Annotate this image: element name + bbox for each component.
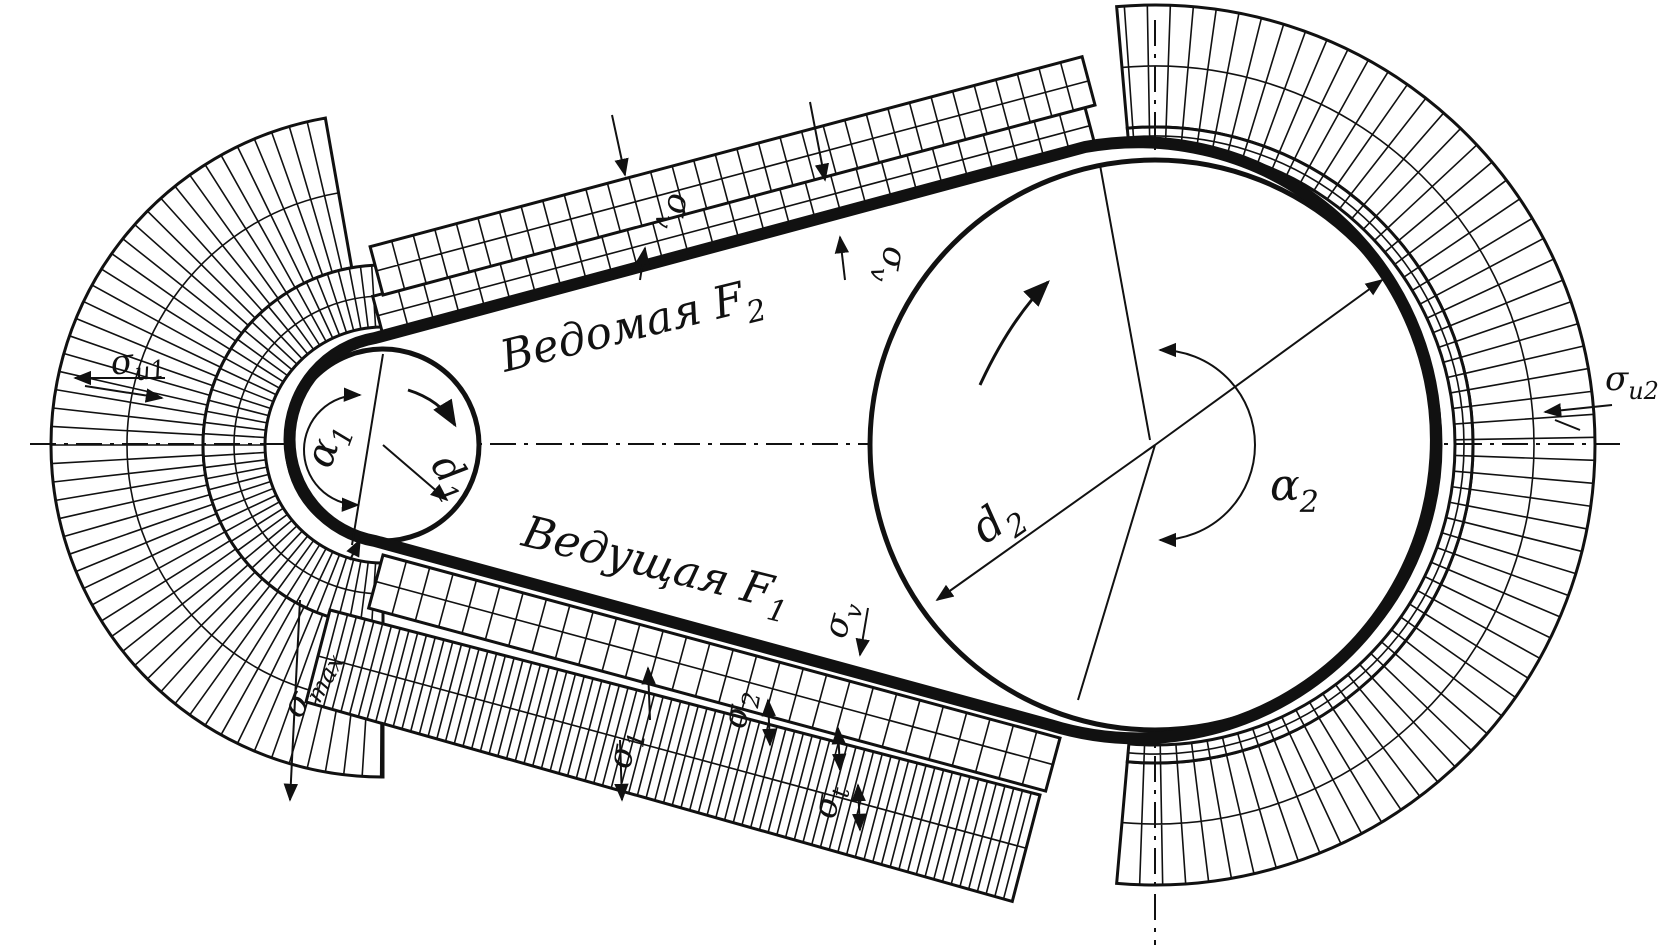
alpha1-arc [303, 387, 362, 512]
sigma-v-arrow-bottom [855, 607, 870, 657]
sigma-2-arrow [761, 698, 777, 747]
sigma-u2-arrow [1543, 403, 1613, 418]
alpha2-arc [1158, 342, 1256, 548]
small-pulley-arc-boundary [351, 353, 384, 546]
sigma-1-label: σ1 [599, 727, 651, 773]
driving-branch-band-inner-hatch [367, 554, 1061, 792]
large-angle-label: α2 [1270, 460, 1319, 520]
sigma-1-arrow [641, 666, 656, 721]
sigma-v-arrow-top-2 [809, 101, 830, 182]
rotation-arrow-small [407, 388, 457, 428]
tension-band-large-pulley [1125, 125, 1475, 765]
small-pulley-diameter-line [382, 444, 449, 502]
large-pulley-arc-boundary-bottom [1077, 444, 1156, 701]
tension-band-large-pulley-hatch [1126, 127, 1473, 763]
construction-lines [73, 101, 1613, 832]
large-pulley-diameter-line [935, 444, 1156, 602]
sigma-v-arrow-top-1b [635, 246, 650, 281]
sigma-t-arrow-1 [831, 726, 847, 772]
sigma-1-arrow-down [614, 739, 629, 802]
driven-branch-band-outer-hatch [369, 56, 1096, 296]
large-pulley-arc-boundary-top [1099, 164, 1151, 441]
sigma-v-label-bottom: σv [815, 596, 869, 644]
sigma-max-arrow [346, 538, 361, 561]
driving-branch-band-outer-hatch [305, 609, 1041, 902]
driven-branch-band-inner-hatch [371, 106, 1096, 336]
sigma-max-leader [283, 599, 301, 802]
belt [283, 136, 1442, 745]
sigma-v-label-top-2: σv [864, 242, 916, 287]
bending-band-large-pulley-outer-hatch [1115, 5, 1595, 885]
sigma-v-arrow-top-1 [611, 114, 629, 177]
sigma-v-label-top-1: σv [649, 189, 701, 234]
sigma-2-label: σ2 [714, 687, 766, 733]
rotation-arrow-large [978, 280, 1050, 386]
sigma-v-arrow-top-2b [834, 235, 850, 281]
sigma-t-arrow-2 [851, 783, 867, 832]
sigma-u2-label: σu2 [1605, 359, 1659, 405]
large-pulley-radius-line [1154, 278, 1384, 446]
sigma-u1-arrow-right [84, 385, 164, 403]
sigma-u2-leader [1554, 419, 1581, 431]
